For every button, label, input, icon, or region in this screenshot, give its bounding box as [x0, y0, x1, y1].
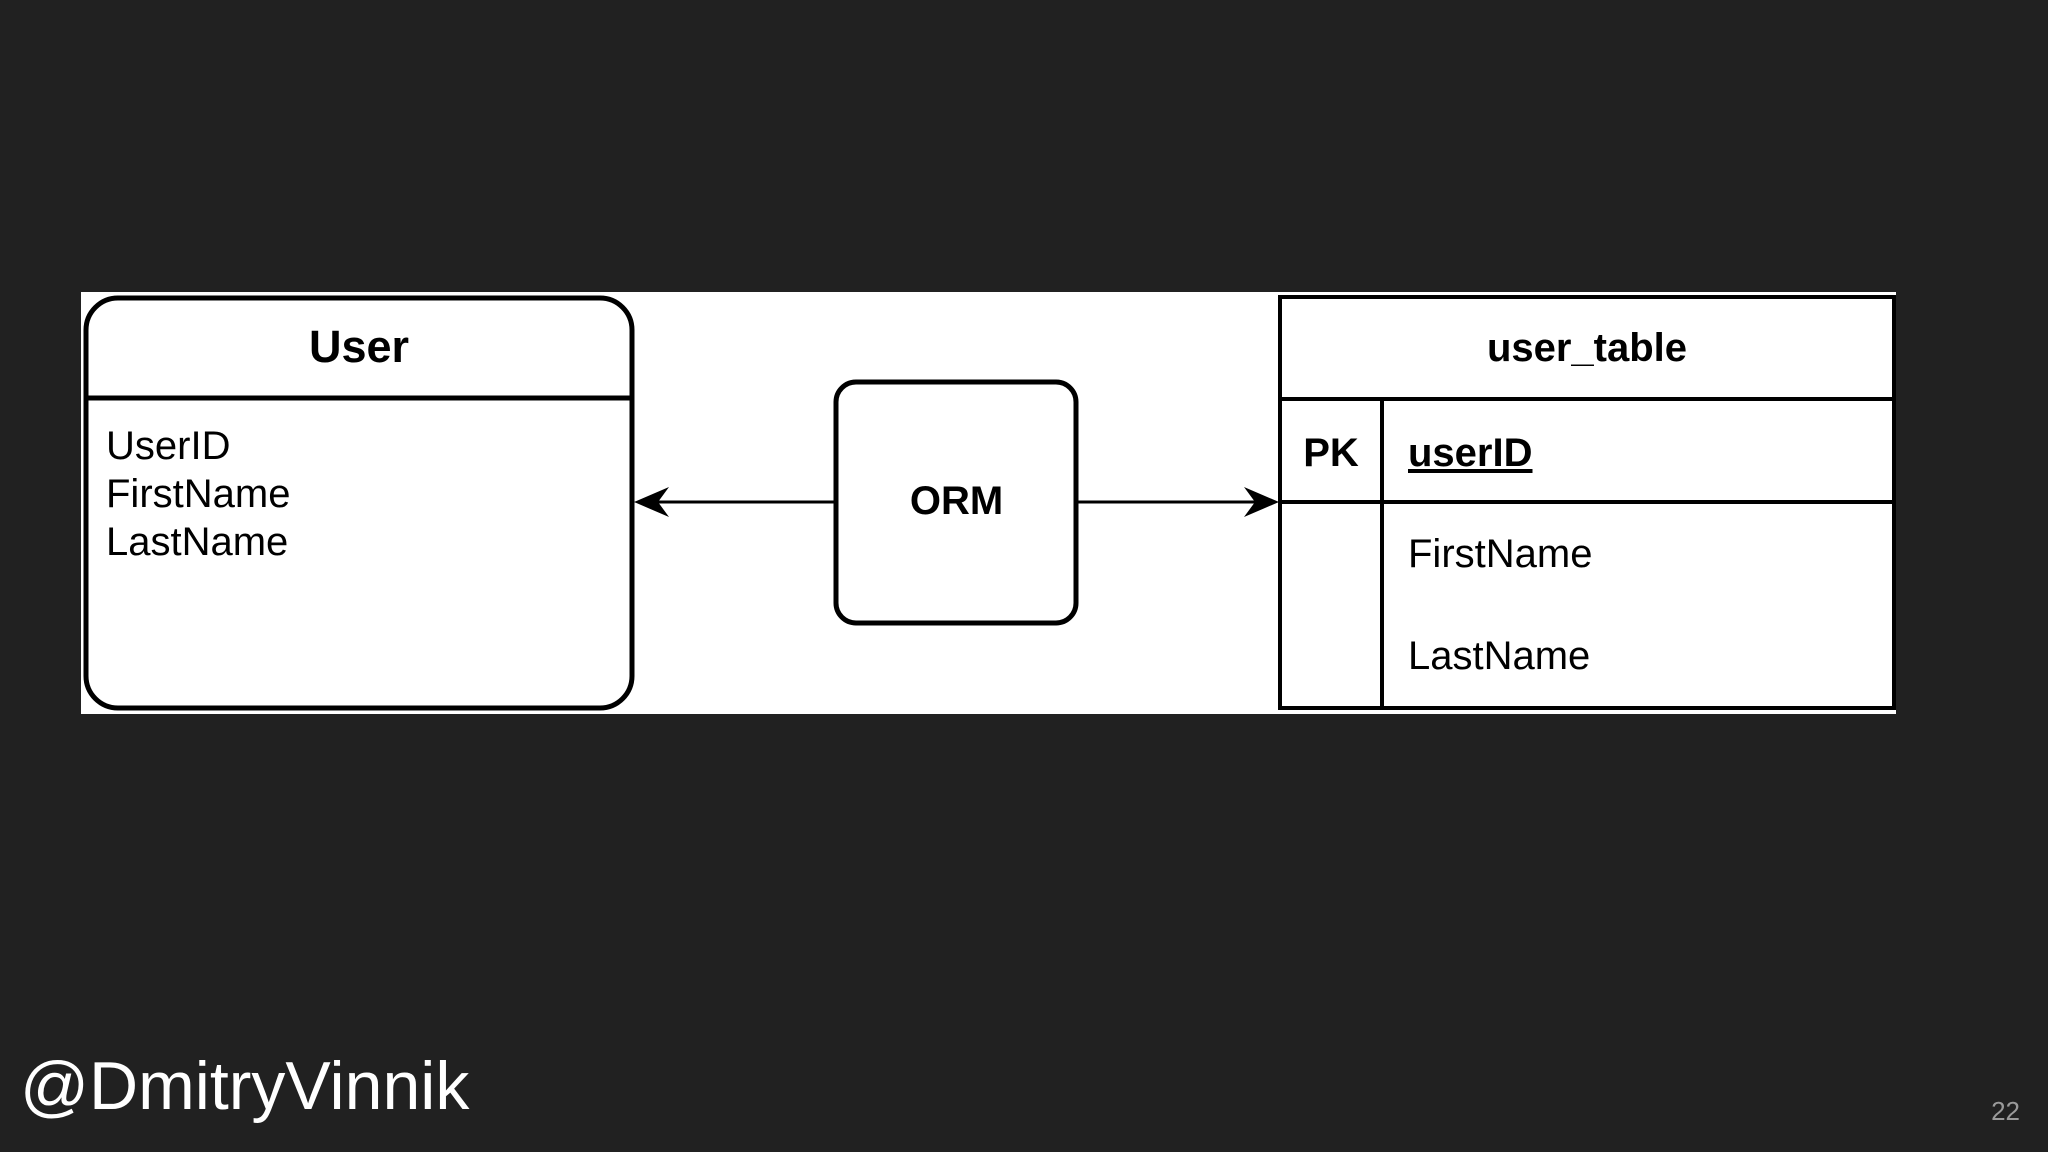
- user-table-title: user_table: [1486, 326, 1688, 370]
- user-entity-title: User: [308, 321, 410, 372]
- user-table-column: FirstName: [1408, 532, 1593, 576]
- author-handle: @DmitryVinnik: [20, 1048, 470, 1124]
- arrow-to-user: [634, 487, 836, 517]
- user-entity-attribute: LastName: [106, 520, 289, 564]
- diagram-panel: User UserID FirstName LastName ORM user_…: [81, 292, 1896, 714]
- arrow-to-table: [1076, 487, 1279, 517]
- arrowhead-right: [1244, 487, 1279, 517]
- user-table-box: [1278, 295, 1896, 710]
- diagram-shapes: [83, 295, 1896, 711]
- orm-label: ORM: [909, 479, 1004, 523]
- user-entity-attribute: UserID: [106, 424, 231, 468]
- primary-key-label: PK: [1303, 431, 1359, 475]
- user-table-column: LastName: [1408, 634, 1591, 678]
- slide-page-number: 22: [1991, 1096, 2020, 1126]
- user-entity-attributes: UserID FirstName LastName: [106, 422, 290, 566]
- arrowhead-left: [634, 487, 669, 517]
- primary-key-field: userID: [1408, 431, 1533, 475]
- user-entity-attribute: FirstName: [106, 472, 291, 516]
- user-entity-box: [83, 295, 635, 711]
